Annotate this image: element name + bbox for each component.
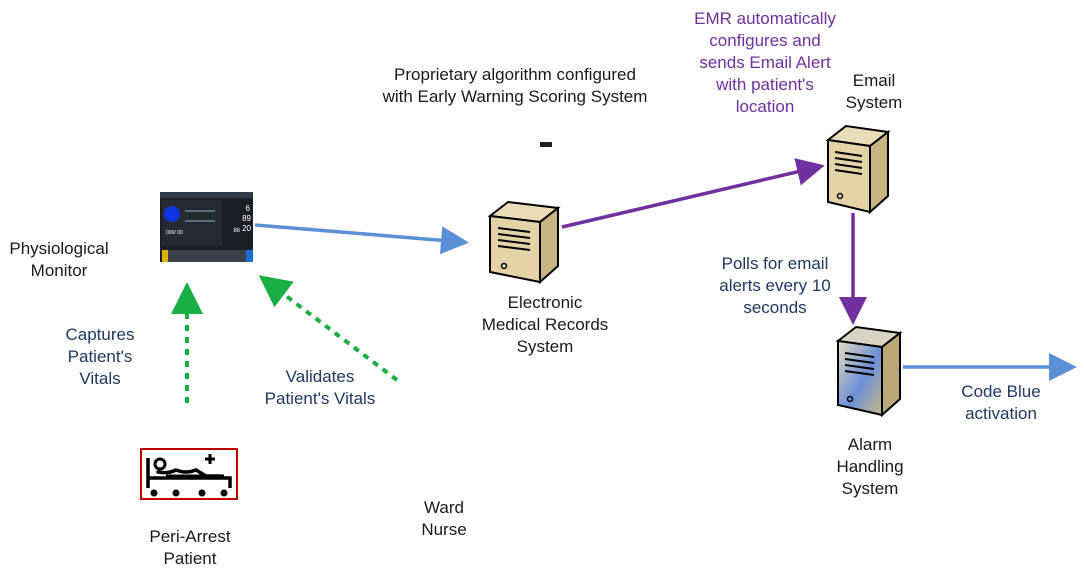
alarm-system-label: Alarm Handling System [836, 435, 904, 498]
server-icon [835, 325, 904, 418]
hospital-bed-icon [140, 448, 238, 500]
monitor-value-4: 86 [233, 228, 240, 234]
monitor-bp: 000/ 00 [166, 230, 183, 236]
monitor-value-3: 20 [242, 224, 251, 233]
physiological-monitor-label: Physiological Monitor [9, 239, 109, 280]
patient-label: Peri-Arrest Patient [149, 527, 231, 568]
email-system-label: Email System [845, 71, 903, 112]
monitor-value-2: 89 [242, 214, 251, 223]
polls-label: Polls for email alerts every 10 seconds [719, 254, 831, 317]
algorithm-label: Proprietary algorithm configured with Ea… [382, 65, 648, 106]
emr-system-label: Electronic Medical Records System [481, 293, 609, 356]
monitor-icon: 6 89 20 86 000/ 00 [160, 192, 253, 262]
emr-action-label: EMR automatically configures and sends E… [694, 9, 836, 116]
server-icon [825, 124, 892, 215]
arrow-monitor-to-emr [254, 223, 469, 255]
captures-label: Captures Patient's Vitals [65, 325, 135, 388]
ward-nurse-label: Ward Nurse [421, 498, 467, 539]
small-marker-icon [540, 142, 552, 147]
monitor-value-1: 6 [246, 204, 251, 213]
arrow-nurse-to-monitor [258, 275, 399, 382]
server-icon [487, 200, 566, 285]
code-blue-label: Code Blue activation [961, 382, 1041, 423]
arrow-emr-to-email [561, 158, 825, 229]
validates-label: Validates Patient's Vitals [264, 367, 376, 408]
